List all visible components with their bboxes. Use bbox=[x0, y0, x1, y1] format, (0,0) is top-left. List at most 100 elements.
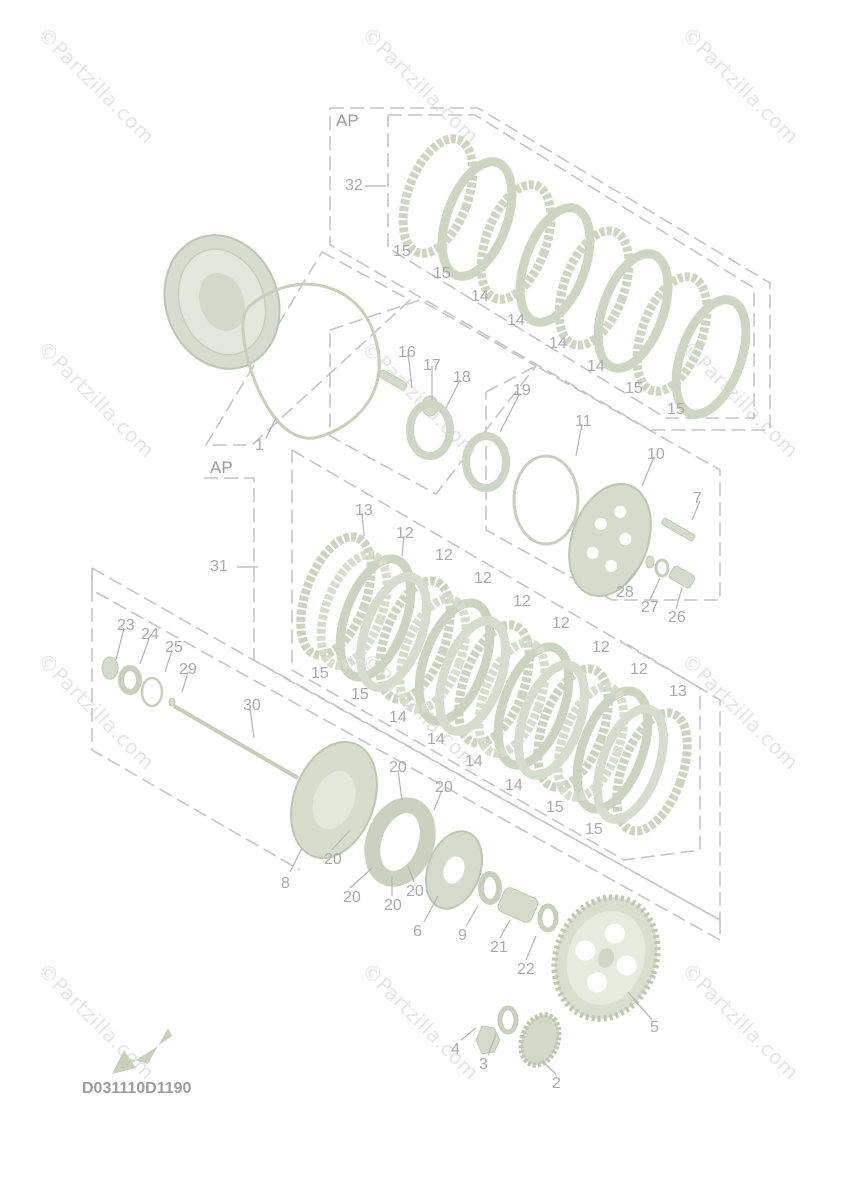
callout-16: 16 bbox=[398, 344, 416, 361]
callout-14: 14 bbox=[587, 358, 605, 375]
nut-4 bbox=[475, 1025, 501, 1055]
callout-12: 12 bbox=[630, 661, 648, 678]
leader-line-8 bbox=[691, 500, 701, 521]
callout-14: 14 bbox=[471, 288, 489, 305]
diagram-code: D031110D1190 bbox=[82, 1080, 192, 1097]
leader-line-19 bbox=[181, 671, 189, 693]
leader-line-4 bbox=[445, 379, 461, 409]
callout-15: 15 bbox=[311, 665, 329, 682]
callout-19: 19 bbox=[513, 382, 531, 399]
ap-label-upper: AP bbox=[336, 111, 359, 130]
clutch-boss-6 bbox=[424, 830, 484, 910]
leader-line-5 bbox=[499, 392, 521, 433]
callout-13: 13 bbox=[669, 683, 687, 700]
callout-25: 25 bbox=[165, 639, 183, 656]
plate-washer-18 bbox=[406, 400, 454, 460]
upper-disc-stack-disc-3 bbox=[476, 180, 556, 304]
o-ring-25 bbox=[140, 676, 164, 708]
callout-31: 31 bbox=[210, 558, 228, 575]
callout-3: 3 bbox=[479, 1056, 488, 1073]
leader-line-22 bbox=[433, 789, 443, 811]
callout-27: 27 bbox=[641, 599, 659, 616]
group-box-pressure-plate bbox=[485, 365, 721, 601]
o-ring-11 bbox=[512, 454, 580, 546]
callout-12: 12 bbox=[552, 615, 570, 632]
lower-disc-stack-disc-8 bbox=[593, 704, 668, 824]
leader-line-18 bbox=[164, 649, 173, 673]
bearing-28 bbox=[645, 555, 655, 569]
callout-14: 14 bbox=[465, 753, 483, 770]
callout-15: 15 bbox=[433, 265, 451, 282]
callout-5: 5 bbox=[650, 1019, 659, 1036]
leader-line-2 bbox=[407, 351, 413, 389]
lower-disc-stack-disc-4 bbox=[435, 616, 510, 736]
callout-20: 20 bbox=[435, 779, 453, 796]
thrust-washer-9 bbox=[478, 871, 502, 905]
group-box-lower-left bbox=[91, 567, 721, 942]
callout-2: 2 bbox=[552, 1075, 561, 1092]
lower-disc-stack-disc-1 bbox=[316, 550, 392, 670]
callout-30: 30 bbox=[243, 697, 261, 714]
callout-14: 14 bbox=[427, 731, 445, 748]
callout-15: 15 bbox=[351, 686, 369, 703]
leader-line-23 bbox=[331, 829, 351, 851]
callout-15: 15 bbox=[625, 380, 643, 397]
push-piece-26 bbox=[668, 565, 696, 589]
upper-disc-stack-disc-7 bbox=[632, 272, 712, 396]
upper-disc-stack-disc-6 bbox=[593, 249, 673, 373]
callout-9: 9 bbox=[458, 927, 467, 944]
leader-line-6 bbox=[575, 423, 583, 457]
push-rod-30 bbox=[172, 704, 300, 780]
washer-24 bbox=[118, 665, 142, 695]
leader-line-28 bbox=[423, 895, 439, 923]
callout-13: 13 bbox=[355, 502, 373, 519]
callout-14: 14 bbox=[507, 312, 525, 329]
callout-26: 26 bbox=[668, 609, 686, 626]
ap-label-lower: AP bbox=[210, 458, 233, 477]
leader-line-14 bbox=[649, 577, 661, 601]
lower-disc-stack-disc-8 bbox=[572, 686, 653, 814]
leader-line-35 bbox=[544, 1063, 557, 1075]
push-rod-7 bbox=[661, 517, 696, 542]
leader-line-12 bbox=[401, 535, 405, 557]
callout-29: 29 bbox=[179, 661, 197, 678]
group-box-disc-stack bbox=[291, 449, 701, 861]
spacer-21 bbox=[497, 887, 539, 923]
leader-line-32 bbox=[627, 991, 653, 1021]
pressure-plate-10 bbox=[568, 482, 652, 598]
leader-line-31 bbox=[525, 935, 537, 961]
leader-line-27 bbox=[289, 847, 303, 873]
direction-arrow-icon bbox=[112, 1028, 172, 1074]
leader-line-11 bbox=[361, 512, 365, 537]
leader-line-29 bbox=[465, 905, 479, 927]
upper-disc-stack-disc-5 bbox=[554, 226, 634, 350]
callout-20: 20 bbox=[384, 897, 402, 914]
callout-18: 18 bbox=[453, 369, 471, 386]
leader-line-16 bbox=[115, 627, 125, 661]
leader-line-30 bbox=[499, 919, 511, 939]
pressure-plate-8 bbox=[290, 740, 378, 860]
clutch-cover bbox=[163, 234, 281, 370]
group-box-upper-ap bbox=[329, 107, 771, 431]
lower-disc-stack-disc-2 bbox=[335, 554, 416, 682]
lower-disc-stack-disc-6 bbox=[514, 660, 589, 780]
callout-15: 15 bbox=[546, 799, 564, 816]
lower-disc-stack-disc-4 bbox=[414, 598, 495, 726]
callout-12: 12 bbox=[435, 547, 453, 564]
group-box-upper-inner bbox=[387, 114, 755, 419]
callout-28: 28 bbox=[616, 584, 634, 601]
leader-line-9 bbox=[265, 417, 277, 439]
upper-disc-stack-disc-8 bbox=[671, 295, 751, 419]
thrust-washer-22 bbox=[537, 903, 559, 933]
damper-ring bbox=[364, 797, 436, 887]
group-box-lower-main bbox=[91, 568, 301, 871]
leader-line-15 bbox=[675, 587, 683, 610]
callout-20: 20 bbox=[406, 883, 424, 900]
lower-disc-stack-disc-3 bbox=[375, 576, 455, 704]
callout-24: 24 bbox=[141, 626, 159, 643]
callout-10: 10 bbox=[647, 446, 665, 463]
washer-27 bbox=[654, 558, 670, 578]
leader-line-34 bbox=[487, 1033, 497, 1056]
lower-disc-stack-disc-3 bbox=[395, 594, 471, 714]
